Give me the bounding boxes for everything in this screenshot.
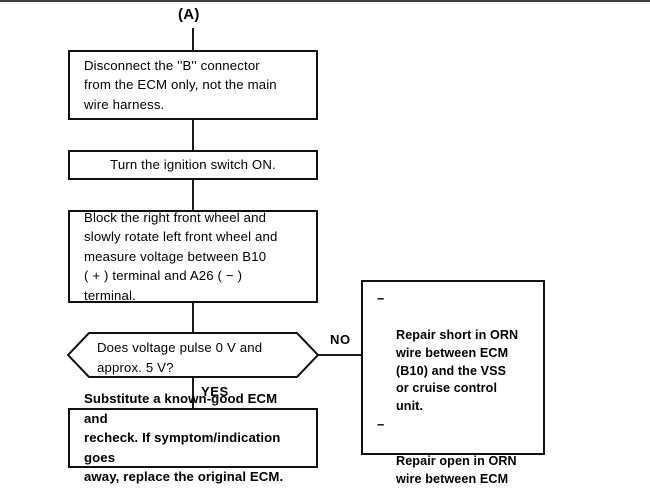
decision-text-voltage-pulse-check: Does voltage pulse 0 V and approx. 5 V? (97, 340, 263, 375)
branch-label-yes: YES (201, 384, 229, 399)
step-box-substitute-ecm[interactable]: Substitute a known-good ECM and recheck.… (68, 391, 318, 484)
step-text-turn-ignition-on: Turn the ignition switch ON. (110, 157, 276, 173)
branch-label-no: NO (330, 332, 351, 347)
connector-step2-to-step3 (192, 180, 194, 210)
page-top-rule (0, 0, 650, 2)
repair-actions-box[interactable]: − Repair short in ORN wire between ECM (… (361, 280, 545, 491)
step-box-block-wheel-measure-voltage[interactable]: Block the right front wheel and slowly r… (68, 210, 318, 303)
connector-decision-yes-to-final-step (192, 378, 194, 408)
step-text-block-wheel-measure-voltage: Block the right front wheel and slowly r… (84, 209, 278, 303)
connector-step1-to-step2 (192, 120, 194, 150)
repair-actions-list: − Repair short in ORN wire between ECM (… (377, 291, 535, 491)
repair-action-text-1: Repair short in ORN wire between ECM (B1… (396, 327, 519, 414)
connector-step3-to-decision (192, 303, 194, 332)
step-box-turn-ignition-on[interactable]: Turn the ignition switch ON. (68, 150, 318, 180)
connector-decision-no-to-repair-actions (318, 354, 362, 356)
decision-shape-voltage-pulse-check[interactable]: Does voltage pulse 0 V and approx. 5 V? (67, 332, 319, 378)
connector-label-a: (A) (178, 6, 200, 23)
repair-action-item-1: − Repair short in ORN wire between ECM (… (377, 291, 535, 416)
decision-hexagon-outline (67, 332, 319, 378)
bullet-dash-icon: − (377, 418, 385, 433)
step-text-substitute-ecm: Substitute a known-good ECM and recheck.… (84, 391, 284, 485)
connector-a-to-step1 (192, 28, 194, 50)
step-box-disconnect-b-connector[interactable]: Disconnect the ''B'' connector from the … (68, 50, 318, 120)
repair-action-item-2: − Repair open in ORN wire between ECM (B… (377, 417, 535, 491)
step-text-disconnect-b-connector: Disconnect the ''B'' connector from the … (84, 57, 277, 112)
repair-action-text-2: Repair open in ORN wire between ECM (B10… (396, 453, 517, 491)
bullet-dash-icon: − (377, 292, 385, 306)
